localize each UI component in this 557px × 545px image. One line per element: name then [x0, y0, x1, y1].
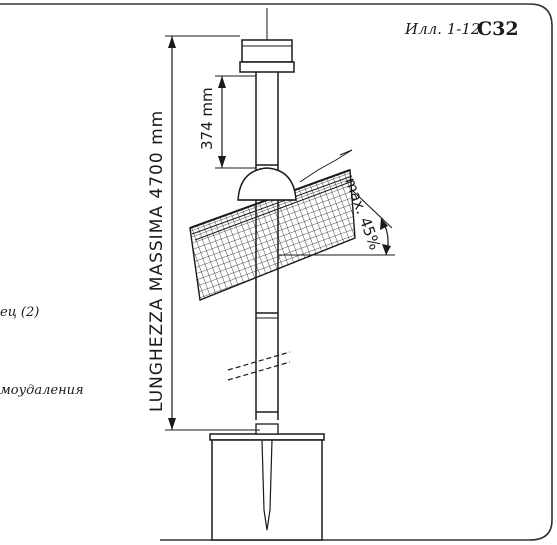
roof-flashing [237, 167, 297, 201]
dimension-top [215, 75, 256, 169]
dimension-total [165, 35, 260, 431]
dimension-top-label: 374 mm [198, 87, 216, 150]
dimension-total-label: LUNGHEZZA MASSIMA 4700 mm [147, 110, 167, 412]
configuration-code: C32 [477, 18, 519, 40]
angle-dimension [278, 189, 395, 256]
boiler-unit [209, 423, 325, 541]
side-note-2: моудаления [0, 383, 84, 398]
frame-border [0, 3, 553, 541]
illustration-label: Илл. 1-12 [405, 20, 481, 38]
side-note-1: ец (2) [0, 305, 40, 320]
roof-section [189, 149, 356, 301]
flue-terminal [239, 39, 295, 73]
break-symbol [227, 351, 291, 381]
